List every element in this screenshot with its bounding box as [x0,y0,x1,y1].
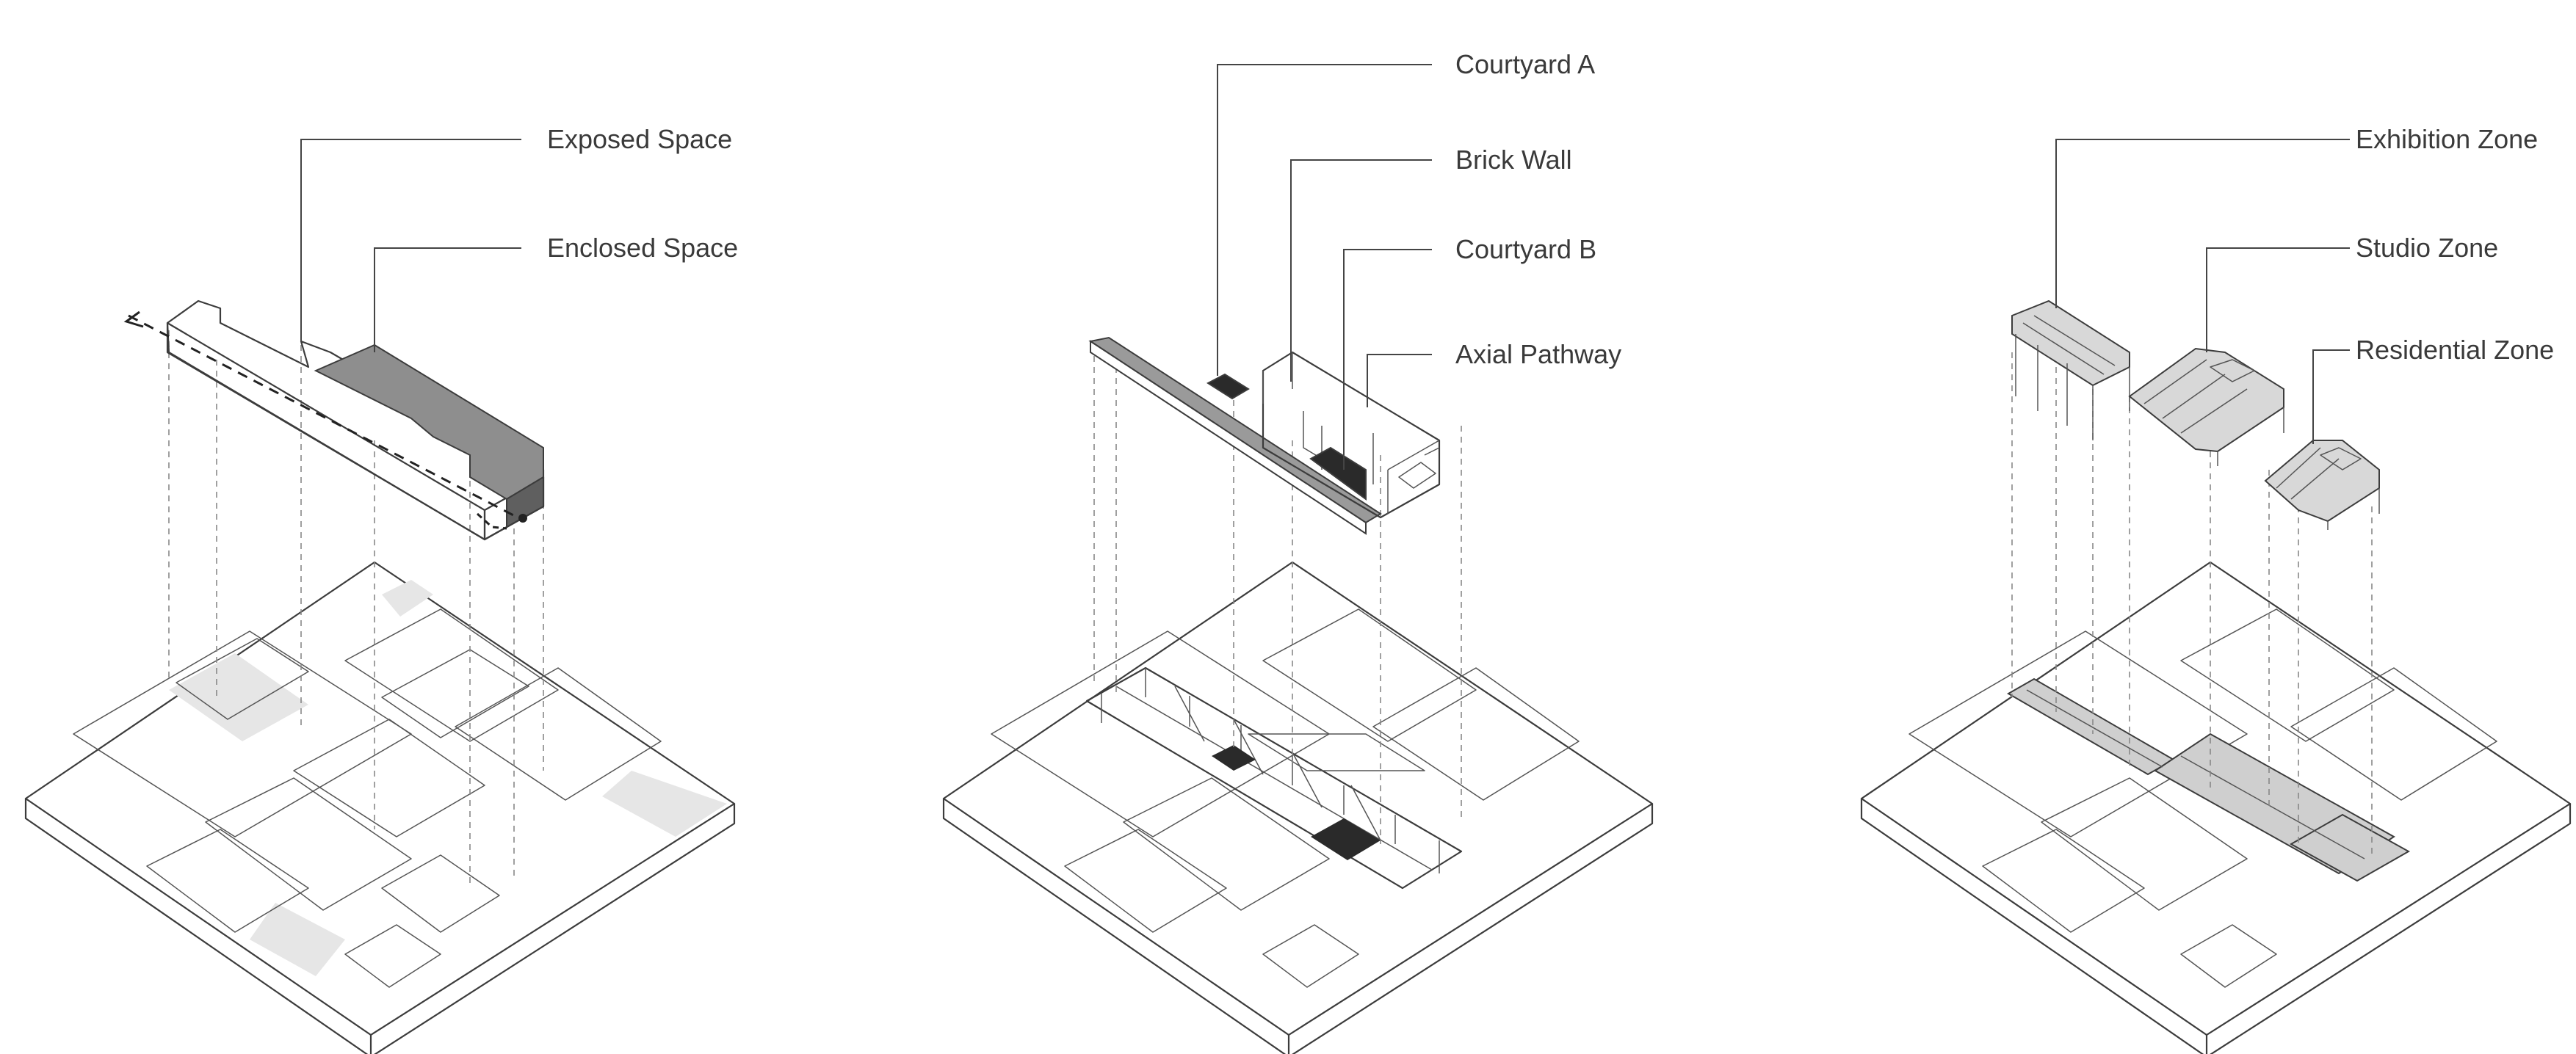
site-block-2 [942,561,1654,1054]
diagram-functional-zones: Exhibition Zone Studio Zone Residential … [1860,124,2572,1054]
site-block-3 [1860,561,2572,1054]
courtyard-b-ground [1311,818,1381,860]
label-exposed-space: Exposed Space [547,124,732,154]
site-block-1 [24,561,736,1054]
projection-lines-3 [2011,345,2373,859]
leaders-3 [2055,139,2350,444]
exhibition-zone-model [2011,299,2130,440]
leaders-1 [300,139,521,352]
label-courtyard-a: Courtyard A [1455,49,1595,79]
label-courtyard-b: Courtyard B [1455,234,1596,264]
enclosed-space-fill [314,344,544,501]
floating-volume-2 [1088,336,1441,535]
courtyard-a-fill [1206,373,1250,400]
diagram-spatial-elements: Courtyard A Brick Wall Courtyard B Axial… [942,49,1654,1054]
label-exhibition-zone: Exhibition Zone [2356,124,2538,154]
studio-zone-model [2128,347,2284,466]
axial-pathway-strip [1088,336,1382,524]
leaders-2 [1217,64,1432,470]
residential-zone-model [2264,440,2380,530]
label-studio-zone: Studio Zone [2356,233,2498,263]
projection-lines-1 [168,330,544,888]
floating-volume-1 [123,299,545,541]
label-axial-pathway: Axial Pathway [1455,339,1621,369]
courtyard-b-fill [1309,446,1367,501]
timber-frame-structure [1085,666,1463,890]
label-brick-wall: Brick Wall [1455,145,1572,175]
label-enclosed-space: Enclosed Space [547,233,738,263]
courtyard-a-ground [1212,745,1256,771]
diagram-spatial-zones: Exposed Space Enclosed Space [24,124,738,1054]
label-residential-zone: Residential Zone [2356,335,2554,365]
projection-lines-2 [1093,356,1462,844]
